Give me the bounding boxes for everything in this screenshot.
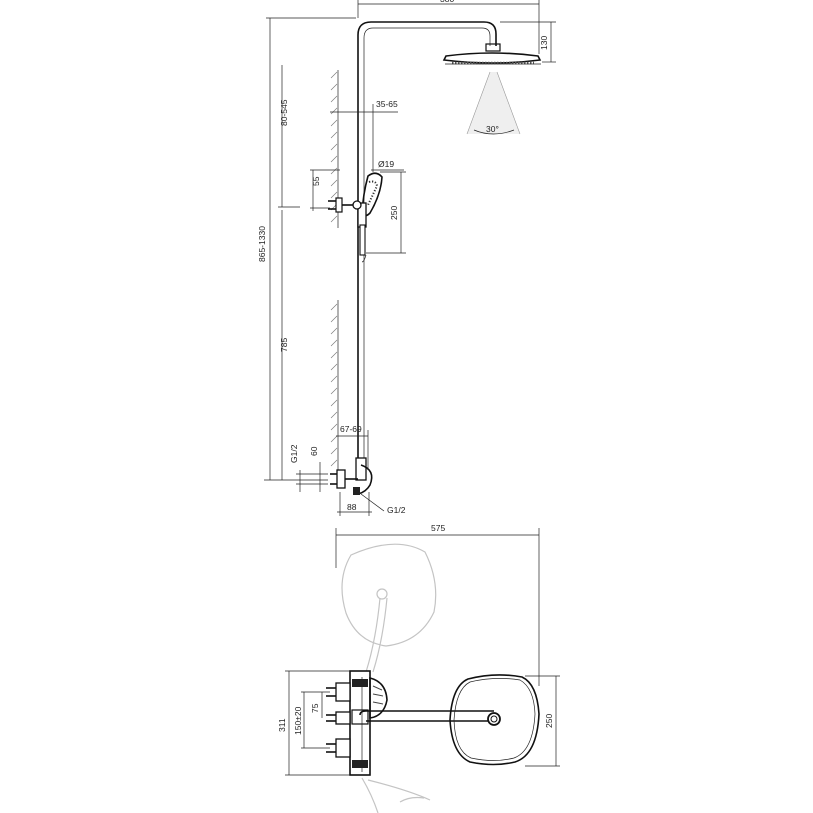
dim-75-line: 75 [310, 692, 323, 718]
dim-150: 150±20 [293, 706, 303, 735]
dim-311: 311 [277, 718, 287, 732]
dim-575-line: 575 [335, 523, 540, 686]
dim-offset-67: 67-69 [340, 424, 362, 434]
dim-hose-line: Ø19 [371, 159, 404, 171]
dim-head-250-line: 250 [525, 675, 560, 767]
dim-hand-250: 250 [389, 206, 399, 220]
bottom-mount [330, 457, 373, 495]
hand-shower [328, 172, 383, 263]
dim-75: 75 [310, 703, 320, 713]
top-view: 575 [277, 523, 560, 813]
dim-offset-wall-line: 35-65 [330, 99, 398, 172]
valve-connectors [326, 682, 351, 758]
dim-150-line: 150±20 [293, 691, 330, 749]
wall-hatch [330, 70, 339, 470]
dim-60: 60 [309, 446, 319, 456]
dim-311-line: 311 [277, 670, 350, 776]
dim-spray-angle: 30° [486, 124, 499, 134]
dim-88: 88 [347, 502, 357, 512]
dim-offset-67-line: 67-69 [336, 424, 369, 470]
spray-cone: 30° [466, 71, 521, 135]
dim-top-width-line: 380 [357, 0, 540, 54]
dim-thread-g12-right: G1/2 [387, 505, 406, 515]
dim-holder-55: 55 [311, 176, 321, 186]
valve-body [349, 670, 371, 776]
dim-offset-wall: 35-65 [376, 99, 398, 109]
ghost-rotated-head [341, 543, 437, 813]
overhead-shower-head [442, 43, 542, 65]
dim-total-height: 865-1330 [257, 226, 267, 262]
dim-total-height-line: 865-1330 [257, 17, 356, 481]
dim-top-width: 380 [440, 0, 454, 4]
dim-thread-right-line: G1/2 [360, 493, 406, 515]
dim-thread-left-line: G1/2 60 [289, 444, 328, 492]
dim-thread-g12-left: G1/2 [289, 444, 299, 463]
dim-bar-785: 785 [279, 338, 289, 352]
dim-hose-diam: Ø19 [378, 159, 394, 169]
hand-shower-top [369, 676, 388, 719]
dim-head-height-line: 130 [500, 21, 556, 63]
dim-88-line: 88 [337, 492, 372, 516]
dim-hand-line: 250 [366, 171, 406, 254]
dim-head-adjust-line: 80-545 [278, 65, 300, 208]
dim-575: 575 [431, 523, 445, 533]
arm-top [359, 710, 501, 726]
dim-head-250: 250 [544, 714, 554, 728]
dim-head-adjust: 80-545 [279, 99, 289, 126]
head-top [449, 674, 540, 766]
dim-bar-line: 785 [279, 210, 289, 480]
shower-arm [357, 21, 497, 462]
side-view: 30° 380 130 865-1330 80-545 [257, 0, 556, 516]
dim-holder-line: 55 [310, 169, 340, 211]
dim-head-height: 130 [539, 36, 549, 50]
